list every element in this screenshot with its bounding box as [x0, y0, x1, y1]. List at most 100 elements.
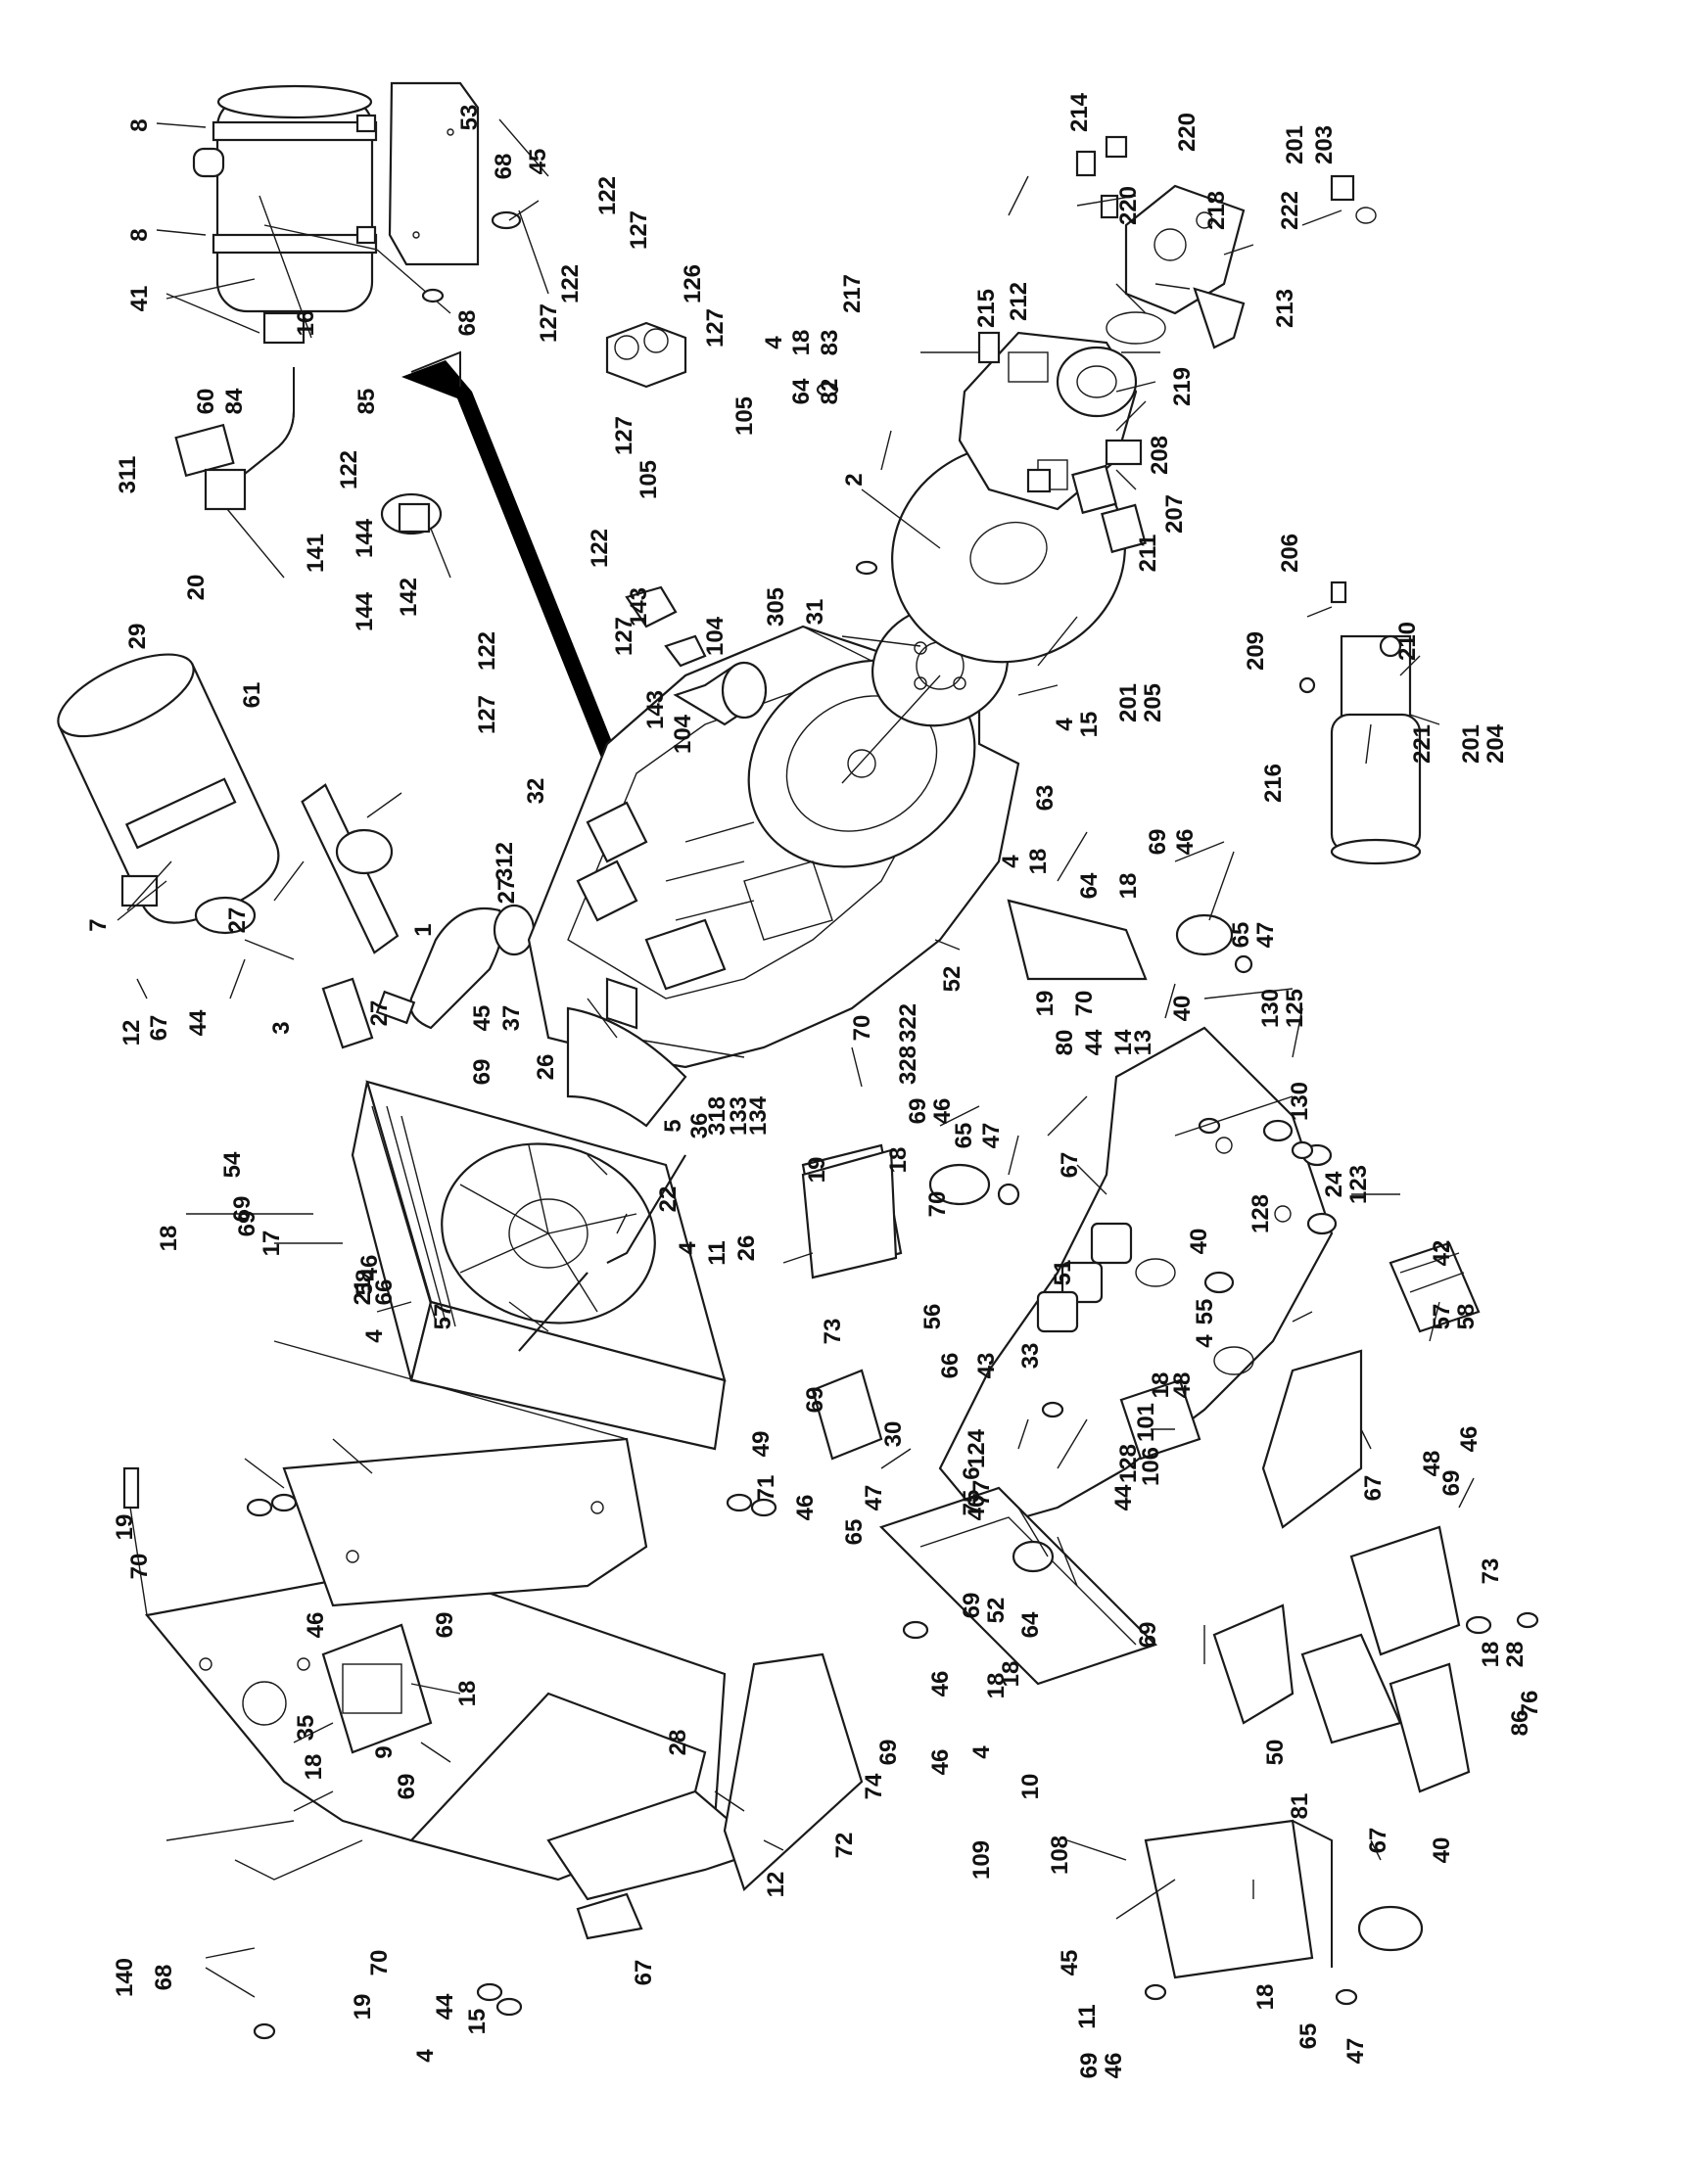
callout-number: 69 — [432, 1612, 458, 1639]
callout-number: 130 — [1257, 989, 1284, 1028]
callout-number: 68 — [491, 154, 517, 180]
callout-number: 18 — [1115, 873, 1142, 900]
callout-number: 67 — [1057, 1152, 1083, 1179]
callout-number: 68 — [151, 1965, 177, 1991]
callout-number: 3 — [268, 1021, 295, 1034]
callout-number: 60 — [193, 389, 219, 415]
callout-number: 4 — [412, 2049, 439, 2063]
callout-number: 29 — [124, 624, 151, 650]
engine-block — [527, 625, 1020, 1069]
callout-number: 5 — [660, 1119, 686, 1132]
engine-mount-1 — [1007, 899, 1253, 981]
callout-number: 43 — [973, 1353, 1000, 1379]
callout-number: 69 — [1076, 2053, 1103, 2079]
callout-number: 125 — [1282, 989, 1308, 1028]
callout-number: 201 — [1115, 683, 1142, 722]
callout-number: 75 — [959, 1490, 985, 1516]
rod-77 — [122, 1466, 140, 1510]
callout-number: 65 — [1295, 2023, 1322, 2050]
callout-number: 69 — [469, 1059, 495, 1086]
callout-number: 45 — [469, 1005, 495, 1032]
callout-number: 140 — [112, 1958, 138, 1997]
callout-number: 212 — [1006, 282, 1032, 321]
mount-bracket-51 — [801, 1148, 898, 1279]
callout-number: 30 — [880, 1421, 907, 1448]
callout-number: 143 — [642, 690, 669, 729]
muffler — [192, 84, 378, 345]
callout-number: 83 — [817, 330, 843, 356]
callout-number: 53 — [456, 105, 483, 131]
callout-number: 86 — [1507, 1710, 1533, 1737]
callout-number: 141 — [303, 534, 329, 573]
callout-number: 122 — [474, 631, 500, 671]
callout-number: 27 — [366, 1000, 393, 1027]
callout-number: 69 — [1135, 1622, 1161, 1649]
callout-number: 210 — [1394, 622, 1421, 661]
callout-number: 51 — [1050, 1260, 1076, 1286]
callout-number: 18 — [983, 1673, 1010, 1699]
callout-number: 73 — [1478, 1558, 1504, 1585]
hydraulic-pump — [958, 331, 1147, 554]
callout-number: 127 — [611, 416, 637, 455]
callout-number: 28 — [1502, 1642, 1529, 1668]
callout-number: 54 — [219, 1151, 246, 1178]
callout-number: 61 — [239, 682, 265, 709]
callout-number: 222 — [1277, 191, 1303, 230]
callout-number: 44 — [185, 1009, 212, 1036]
callout-number: 27 — [224, 907, 251, 934]
callout-number: 42 — [1429, 1240, 1455, 1267]
callout-number: 40 — [1186, 1229, 1212, 1255]
callout-number: 20 — [183, 575, 210, 601]
callout-number: 220 — [1115, 186, 1142, 225]
callout-number: 126 — [680, 264, 706, 303]
callout-number: 70 — [924, 1191, 951, 1218]
callout-number: 215 — [973, 289, 1000, 328]
callout-number: 45 — [1057, 1950, 1083, 1976]
callout-number: 56 — [919, 1304, 946, 1330]
callout-number: 46 — [929, 1098, 956, 1125]
callout-number: 322 — [895, 1003, 921, 1043]
callout-number: 70 — [126, 1554, 153, 1580]
callout-number: 80 — [1052, 1030, 1078, 1056]
callout-number: 19 — [804, 1157, 830, 1184]
callout-number: 64 — [788, 378, 815, 404]
damper-48 — [1389, 1241, 1481, 1333]
callout-number: 44 — [432, 1993, 458, 2020]
callout-number: 220 — [1174, 113, 1201, 152]
callout-number: 204 — [1483, 723, 1509, 764]
callout-number: 47 — [861, 1485, 887, 1511]
hydraulic-tank — [878, 1486, 1158, 1686]
callout-number: 55 — [1192, 1299, 1218, 1325]
callout-number: 48 — [1419, 1451, 1445, 1477]
callout-number: 214 — [1066, 92, 1093, 132]
callout-number: 68 — [454, 310, 481, 337]
callout-number: 203 — [1311, 125, 1338, 164]
callout-number: 44 — [1081, 1029, 1107, 1055]
muffler-shield — [388, 81, 480, 266]
callout-number: 69 — [1438, 1470, 1465, 1497]
callout-number: 69 — [959, 1593, 985, 1619]
callout-number: 58 — [352, 1270, 378, 1296]
callout-number: 77 — [968, 1480, 995, 1507]
callout-number: 4 — [968, 1745, 995, 1759]
callout-number: 57 — [1429, 1304, 1455, 1330]
callout-number: 46 — [1172, 829, 1199, 856]
callout-number: 65 — [841, 1519, 868, 1546]
callout-number: 142 — [396, 578, 422, 617]
callout-number: 32 — [523, 778, 549, 805]
radiator — [351, 1080, 727, 1451]
callout-number: 46 — [927, 1749, 954, 1776]
callout-number: 46 — [303, 1612, 329, 1639]
callout-number: 18 — [301, 1754, 327, 1781]
mount-bracket-72 — [1144, 1819, 1424, 1979]
callout-number: 312 — [492, 842, 518, 881]
callout-number: 35 — [293, 1715, 319, 1742]
callout-number: 211 — [1135, 534, 1161, 573]
callout-number: 12 — [763, 1872, 789, 1898]
callout-number: 318 — [704, 1096, 730, 1136]
callout-number: 11 — [1074, 2004, 1101, 2028]
callout-number: 14 — [1110, 1029, 1137, 1055]
callout-number: 19 — [350, 1994, 376, 2021]
